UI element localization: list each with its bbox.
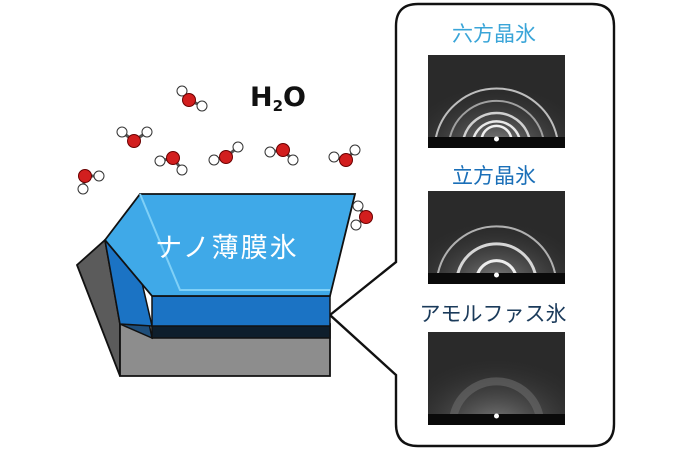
- water-molecule-icon: [350, 200, 373, 231]
- water-molecule-icon: [176, 85, 208, 112]
- amorphous-ice-diffraction-pattern: [428, 332, 565, 425]
- hexagonal-ice-label: 六方晶氷: [452, 22, 536, 46]
- film-label: ナノ薄膜氷: [155, 233, 299, 264]
- hexagonal-ice-diffraction-pattern: [428, 55, 565, 148]
- water-molecule-icon: [154, 151, 188, 176]
- formula-symbol: O: [283, 82, 306, 113]
- water-formula: H2O: [250, 82, 306, 115]
- cubic-ice-diffraction-pattern: [428, 191, 565, 284]
- formula-symbol: H: [250, 82, 273, 113]
- water-molecule-icon: [264, 143, 299, 166]
- cubic-ice-label: 立方晶氷: [452, 164, 536, 188]
- film-front-face: [151, 295, 331, 327]
- water-molecule-icon: [116, 126, 153, 148]
- water-molecule-icon: [77, 169, 105, 195]
- formula-subscript: 2: [272, 97, 284, 115]
- film-top-highlight: [139, 193, 330, 291]
- film-top-face: [103, 193, 357, 297]
- water-molecules: [77, 85, 373, 231]
- water-molecule-icon: [328, 144, 361, 167]
- water-molecule-icon: [208, 141, 244, 166]
- amorphous-ice-label: アモルファス氷: [419, 302, 567, 326]
